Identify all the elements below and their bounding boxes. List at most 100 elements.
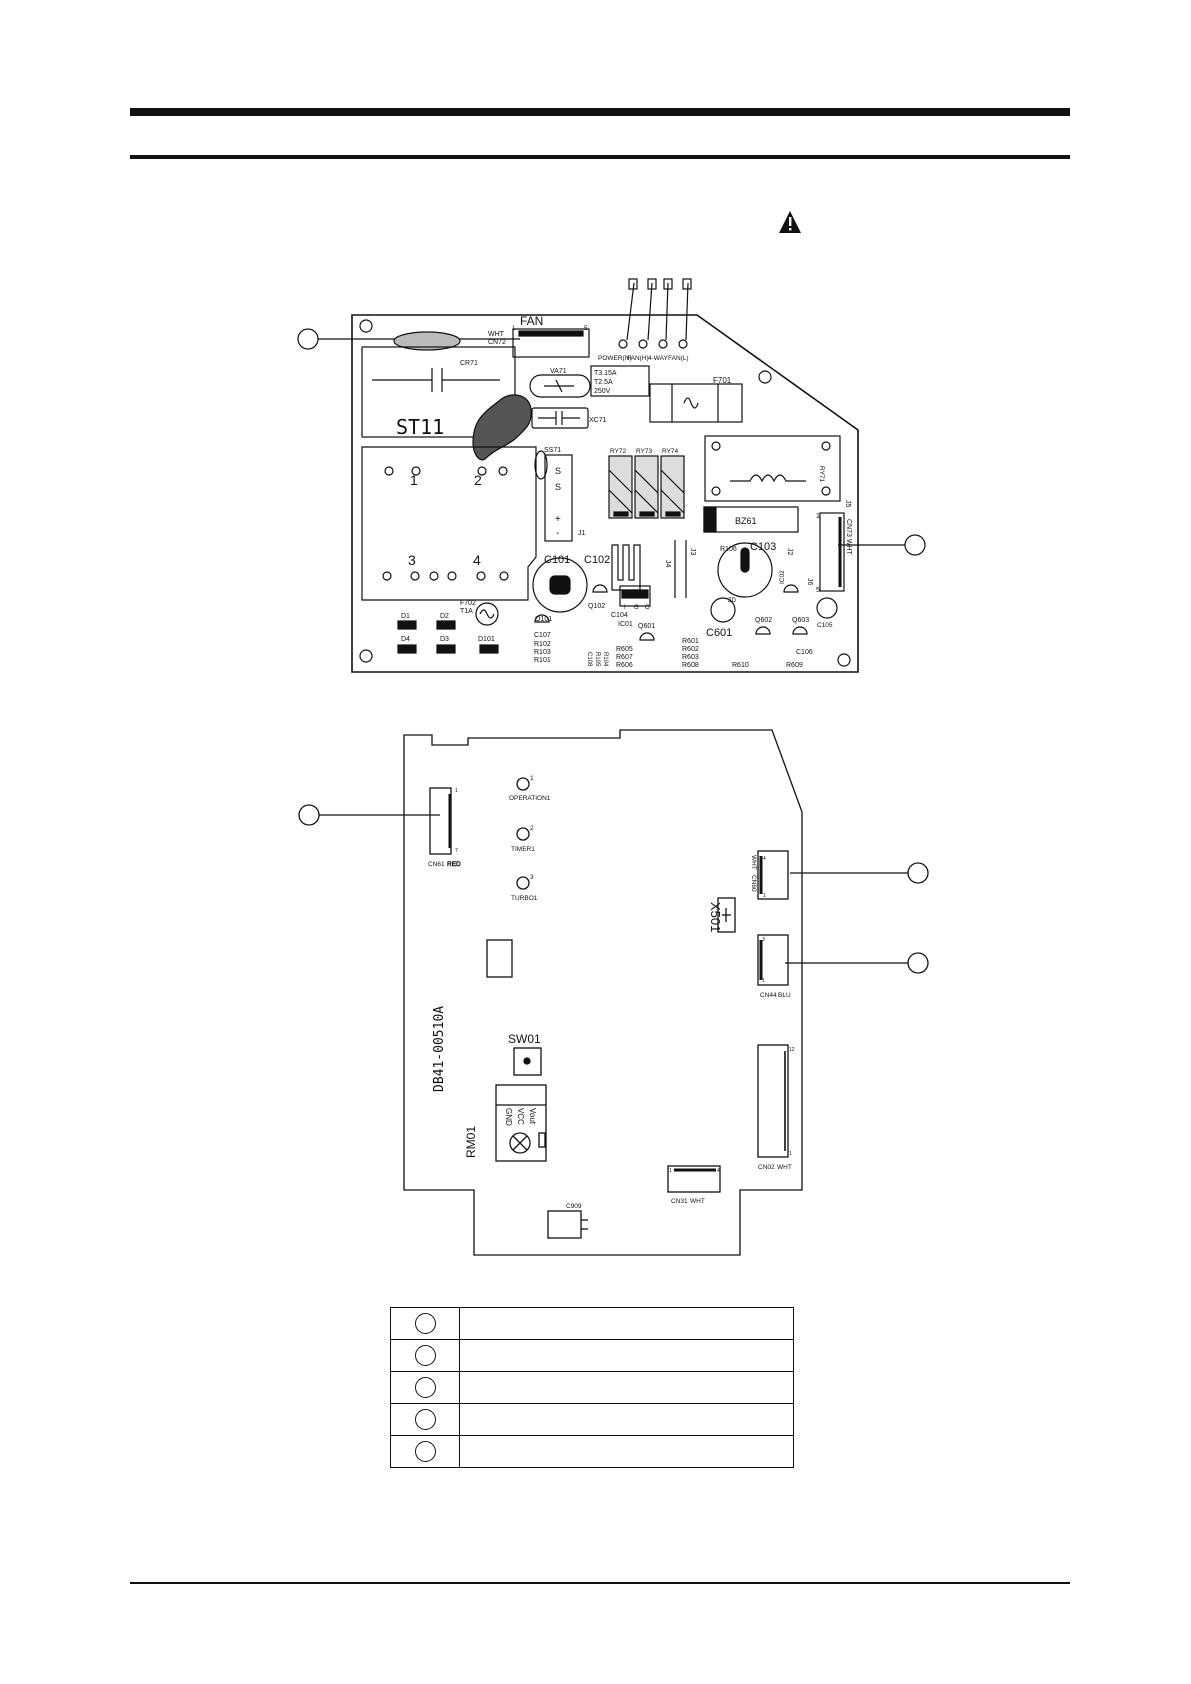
callout-3-marker xyxy=(298,804,320,826)
main-pcb-labels: FAN WHT CN72 1 5 POWER(N) FAN(H) 4-WAY F… xyxy=(396,314,852,669)
svg-text:R609: R609 xyxy=(786,662,803,669)
svg-text:J4: J4 xyxy=(664,560,671,568)
svg-text:CN31: CN31 xyxy=(671,1198,688,1205)
svg-text:BZ61: BZ61 xyxy=(735,516,757,526)
legend-row xyxy=(390,1371,794,1404)
svg-text:CN02: CN02 xyxy=(758,1164,775,1171)
svg-text:CN60: CN60 xyxy=(750,875,757,892)
svg-text:SW01: SW01 xyxy=(508,1032,541,1046)
svg-text:WHT: WHT xyxy=(690,1198,705,1205)
cn72-hatched-area xyxy=(393,331,461,351)
svg-text:C103: C103 xyxy=(750,541,776,553)
svg-text:RY71: RY71 xyxy=(818,466,825,483)
svg-text:R103: R103 xyxy=(534,649,551,656)
svg-text:WHT: WHT xyxy=(750,855,757,870)
svg-text:C102: C102 xyxy=(584,554,610,566)
f701-fuse-holder xyxy=(649,383,743,423)
c101-capacitor xyxy=(532,557,588,613)
svg-text:IC02: IC02 xyxy=(779,570,786,584)
terminal-power: POWER(N) xyxy=(598,355,632,362)
svg-text:D1: D1 xyxy=(401,613,410,620)
legend-row xyxy=(390,1307,794,1340)
svg-text:C101: C101 xyxy=(544,554,570,566)
svg-text:D3: D3 xyxy=(440,636,449,643)
svg-text:Q602: Q602 xyxy=(755,617,772,624)
sw01-switch xyxy=(513,1047,542,1076)
ic-block xyxy=(486,939,513,978)
svg-text:J2: J2 xyxy=(786,548,793,556)
cn31-connector xyxy=(667,1165,721,1193)
svg-text:ZD: ZD xyxy=(728,598,737,604)
va71-varistor xyxy=(529,374,591,398)
x501-crystal xyxy=(717,897,736,933)
led-operation-label: OPERATION1 xyxy=(509,795,551,802)
svg-text:BLU: BLU xyxy=(778,992,791,999)
svg-text:RY74: RY74 xyxy=(662,448,679,455)
svg-text:S: S xyxy=(555,466,561,476)
svg-text:R104: R104 xyxy=(602,652,608,667)
callout-legend-table xyxy=(390,1307,794,1468)
svg-text:1: 1 xyxy=(763,893,766,899)
callout-2-marker xyxy=(904,534,926,556)
svg-text:R106: R106 xyxy=(720,546,737,553)
fuse-rating-box xyxy=(590,365,650,397)
main-pcb xyxy=(297,278,926,673)
cn60-connector xyxy=(757,850,789,900)
svg-text:C909: C909 xyxy=(566,1203,582,1210)
svg-text:CN72: CN72 xyxy=(488,339,506,346)
display-pcb-labels: OPERATION1 TIMER1 TURBO1 1 2 3 CN61 RED … xyxy=(428,775,795,1210)
led-turbo-label: TURBO1 xyxy=(511,895,538,902)
svg-text:R602: R602 xyxy=(682,646,699,653)
svg-text:C601: C601 xyxy=(706,627,732,639)
c601-capacitor xyxy=(710,597,736,623)
svg-text:R605: R605 xyxy=(616,646,633,653)
svg-text:F701: F701 xyxy=(713,376,732,385)
f702-fuse xyxy=(475,602,499,626)
header-rule-thick xyxy=(130,108,1070,116)
svg-text:4: 4 xyxy=(763,856,766,862)
svg-text:F702: F702 xyxy=(460,600,476,607)
svg-text:Vout: Vout xyxy=(528,1108,537,1125)
svg-text:3: 3 xyxy=(762,937,765,943)
callout-5-icon xyxy=(414,1441,436,1462)
svg-text:CN44: CN44 xyxy=(760,992,777,999)
st11-hatched-area xyxy=(472,394,532,461)
svg-text:J5: J5 xyxy=(844,500,851,508)
svg-text:C104: C104 xyxy=(611,612,628,619)
header-rule-thin xyxy=(130,155,1070,159)
transformer-area xyxy=(361,446,537,601)
svg-text:I: I xyxy=(624,605,626,611)
svg-text:D101: D101 xyxy=(478,636,495,643)
terminal-fan-h: FAN(H) xyxy=(627,355,649,362)
svg-text:WHT: WHT xyxy=(777,1164,792,1171)
svg-text:SS71: SS71 xyxy=(544,447,561,454)
svg-text:R102: R102 xyxy=(534,641,551,648)
terminal-leads xyxy=(618,278,692,349)
callout-5-marker xyxy=(907,952,929,974)
svg-text:O: O xyxy=(645,605,650,611)
svg-text:7: 7 xyxy=(455,848,458,854)
svg-text:1: 1 xyxy=(512,326,516,332)
svg-text:Q601: Q601 xyxy=(638,623,655,630)
led-timer-label: TIMER1 xyxy=(511,846,535,853)
svg-text:R608: R608 xyxy=(682,662,699,669)
ry71-relay xyxy=(704,435,841,502)
svg-text:3: 3 xyxy=(408,552,416,568)
terminal-fan-l: FAN(L) xyxy=(668,355,689,362)
svg-text:GND: GND xyxy=(504,1108,513,1126)
svg-text:Q102: Q102 xyxy=(588,603,605,610)
svg-text:Q101: Q101 xyxy=(535,616,552,623)
svg-text:CR71: CR71 xyxy=(460,360,478,367)
svg-text:R105: R105 xyxy=(594,652,600,667)
footer-rule xyxy=(130,1582,1070,1584)
svg-text:VA71: VA71 xyxy=(550,368,567,375)
cn02-connector xyxy=(757,1044,789,1158)
svg-text:5: 5 xyxy=(584,326,588,332)
svg-text:R603: R603 xyxy=(682,654,699,661)
diodes xyxy=(397,620,499,654)
c103-capacitor xyxy=(717,542,773,598)
callout-4-icon xyxy=(414,1409,436,1430)
st11-label: ST11 xyxy=(396,415,444,439)
svg-text:4: 4 xyxy=(717,1168,720,1174)
svg-text:S: S xyxy=(555,482,561,492)
